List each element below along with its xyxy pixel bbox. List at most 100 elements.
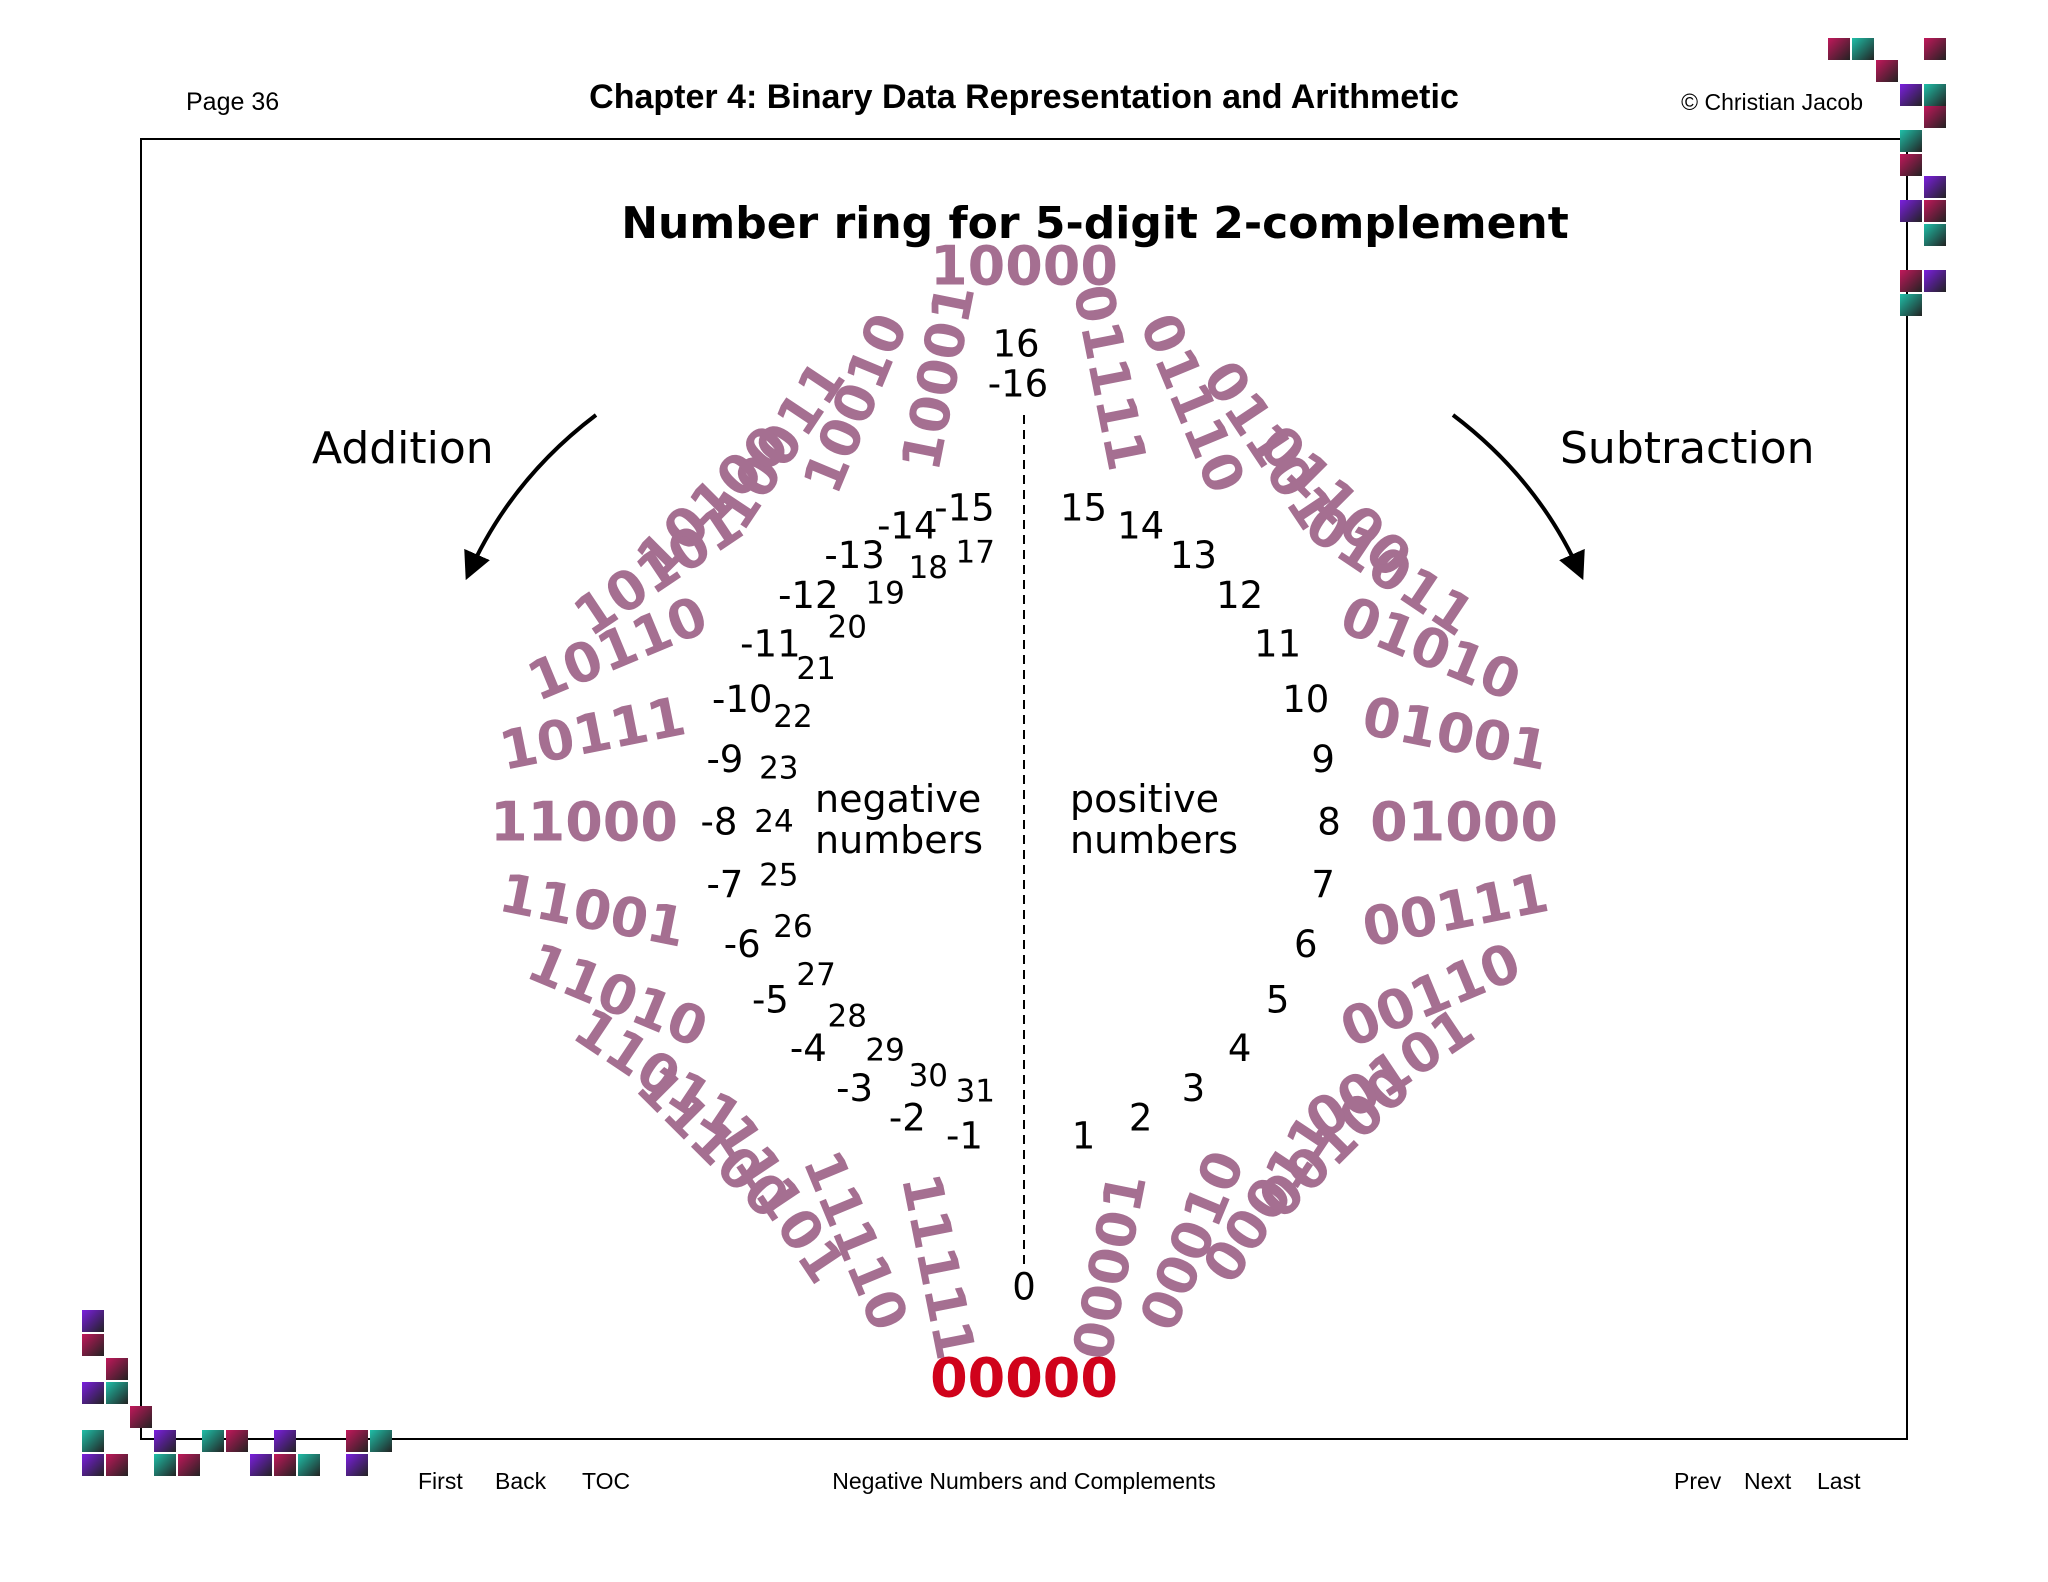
signed-value-label: -11 xyxy=(740,623,800,666)
subtraction-label: Subtraction xyxy=(1560,423,1815,474)
decor-block xyxy=(346,1430,368,1452)
subtraction-arrow xyxy=(1451,413,1585,581)
decor-block xyxy=(1924,38,1946,60)
last-link[interactable]: Last xyxy=(1817,1468,1861,1494)
prev-link[interactable]: Prev xyxy=(1674,1468,1722,1494)
unsigned-value-label: 26 xyxy=(773,909,812,945)
positive-value-label: 9 xyxy=(1311,738,1335,781)
unsigned-value-label: 23 xyxy=(759,750,798,786)
positive-value-label: 2 xyxy=(1129,1096,1153,1139)
unsigned-value-label: 21 xyxy=(796,651,835,687)
unsigned-value-label: 22 xyxy=(773,699,812,735)
decor-block xyxy=(274,1454,296,1476)
addition-arrow xyxy=(464,413,598,581)
decor-block xyxy=(1828,38,1850,60)
positive-value-label: 15 xyxy=(1060,486,1107,529)
diagram-title: Number ring for 5-digit 2-complement xyxy=(621,198,1569,249)
unsigned-value-label: 24 xyxy=(754,804,793,840)
back-link[interactable]: Back xyxy=(495,1468,547,1494)
signed-value-label: -15 xyxy=(934,486,994,529)
positive-value-label: 1 xyxy=(1072,1115,1096,1158)
copyright: © Christian Jacob xyxy=(1681,89,1863,115)
decor-block xyxy=(106,1454,128,1476)
signed-value-label: -9 xyxy=(706,738,743,781)
binary-zero-label: 00000 xyxy=(930,1347,1118,1410)
binary-label: 11001 xyxy=(494,861,691,960)
decor-block xyxy=(82,1310,104,1332)
decor-block xyxy=(130,1406,152,1428)
positive-value-label: 14 xyxy=(1117,505,1164,548)
unsigned-value-label: 0 xyxy=(1012,1266,1036,1309)
unsigned-value-label: 27 xyxy=(796,957,835,993)
positive-value-label: 3 xyxy=(1182,1067,1206,1110)
decor-block xyxy=(154,1430,176,1452)
decor-block xyxy=(82,1382,104,1404)
first-link[interactable]: First xyxy=(418,1468,463,1494)
unsigned-value-label: 30 xyxy=(909,1058,948,1094)
decor-block xyxy=(1900,294,1922,316)
positive-value-label: 10 xyxy=(1282,678,1329,721)
unsigned-value-label: 17 xyxy=(955,534,994,570)
decor-block xyxy=(274,1430,296,1452)
addition-label: Addition xyxy=(312,423,494,474)
decor-block xyxy=(82,1334,104,1356)
signed-value-label: -5 xyxy=(752,978,789,1021)
binary-label: 10001 xyxy=(889,279,987,476)
decor-block xyxy=(1924,224,1946,246)
positive-value-label: 7 xyxy=(1311,863,1335,906)
decor-block xyxy=(1924,200,1946,222)
content-frame xyxy=(140,138,1908,1440)
decor-block xyxy=(178,1454,200,1476)
signed-value-label: -2 xyxy=(889,1096,926,1139)
signed-value-label: -3 xyxy=(836,1067,873,1110)
unsigned-value-label: 16 xyxy=(992,323,1039,366)
decor-block xyxy=(250,1454,272,1476)
decor-block xyxy=(1876,60,1898,82)
decor-block xyxy=(298,1454,320,1476)
binary-label: 10111 xyxy=(494,684,691,783)
unsigned-value-label: 29 xyxy=(865,1033,904,1069)
decor-block xyxy=(1900,200,1922,222)
page-number: Page 36 xyxy=(186,88,280,116)
chapter-title: Chapter 4: Binary Data Representation an… xyxy=(589,78,1459,116)
decor-block xyxy=(82,1454,104,1476)
decor-block xyxy=(226,1430,248,1452)
binary-label: 00111 xyxy=(1357,861,1554,960)
decor-block xyxy=(1900,84,1922,106)
signed-value-label: -10 xyxy=(712,678,772,721)
next-link[interactable]: Next xyxy=(1744,1468,1792,1494)
positive-value-label: 6 xyxy=(1294,923,1318,966)
signed-value-label: -13 xyxy=(824,534,884,577)
decor-block xyxy=(106,1358,128,1380)
positive-value-label: 12 xyxy=(1216,574,1263,617)
signed-value-label: -8 xyxy=(701,801,738,844)
decor-block xyxy=(1924,270,1946,292)
binary-label: 00001 xyxy=(1061,1168,1159,1365)
positive-value-label: 13 xyxy=(1170,534,1217,577)
signed-value-label: -16 xyxy=(988,363,1048,406)
decor-block xyxy=(1852,38,1874,60)
negative-numbers-label: negative numbers xyxy=(815,777,993,862)
positive-value-label: 8 xyxy=(1317,801,1341,844)
signed-value-label: -1 xyxy=(946,1115,983,1158)
decor-block xyxy=(106,1382,128,1404)
positive-value-label: 11 xyxy=(1254,623,1301,666)
signed-value-label: -4 xyxy=(790,1027,827,1070)
decor-block xyxy=(82,1430,104,1452)
decor-block xyxy=(1900,270,1922,292)
positive-value-label: 4 xyxy=(1228,1027,1252,1070)
signed-value-label: -7 xyxy=(706,863,743,906)
decor-block xyxy=(346,1454,368,1476)
binary-label: 01001 xyxy=(1357,684,1554,783)
decor-block xyxy=(202,1430,224,1452)
binary-label: 10000 xyxy=(930,234,1118,297)
unsigned-value-label: 20 xyxy=(827,610,866,646)
decor-block xyxy=(154,1454,176,1476)
binary-label: 01000 xyxy=(1370,791,1558,854)
positive-numbers-label: positive numbers xyxy=(1070,777,1238,862)
toc-link[interactable]: TOC xyxy=(582,1468,631,1494)
unsigned-value-label: 18 xyxy=(909,550,948,586)
binary-label: 11111 xyxy=(889,1168,987,1365)
binary-label: 01111 xyxy=(1061,279,1159,476)
